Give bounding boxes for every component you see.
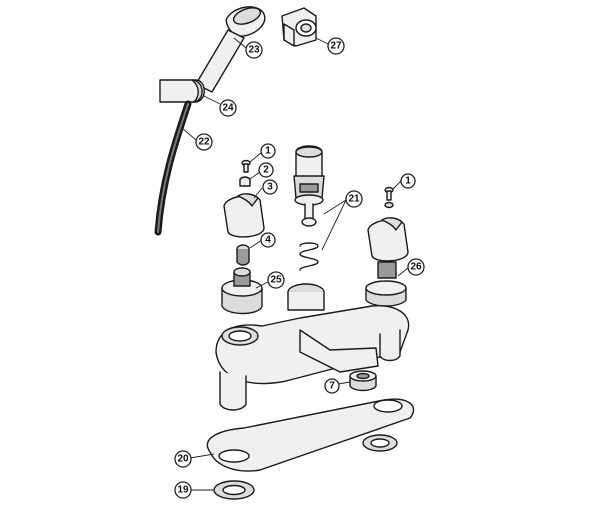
callout-2: 2 bbox=[258, 162, 274, 178]
index-button bbox=[239, 176, 251, 187]
callout-3: 3 bbox=[262, 179, 278, 195]
mounting-gasket-right bbox=[362, 434, 398, 452]
callout-21: 21 bbox=[345, 190, 363, 208]
svg-text:2: 2 bbox=[263, 165, 269, 176]
shower-hose bbox=[154, 100, 192, 236]
svg-text:20: 20 bbox=[177, 454, 189, 465]
callout-27: 27 bbox=[327, 37, 345, 55]
svg-text:7: 7 bbox=[329, 381, 335, 392]
diverter-assembly bbox=[293, 145, 325, 227]
svg-text:1: 1 bbox=[405, 176, 411, 187]
svg-text:3: 3 bbox=[267, 182, 273, 193]
svg-text:25: 25 bbox=[270, 275, 282, 286]
svg-text:26: 26 bbox=[410, 262, 422, 273]
slide-holder bbox=[159, 79, 205, 103]
cartridge-right bbox=[365, 261, 407, 307]
callout-24: 24 bbox=[219, 99, 237, 117]
spring bbox=[299, 242, 319, 271]
callout-7: 7 bbox=[324, 378, 340, 394]
stem-nut bbox=[236, 244, 250, 266]
callout-20: 20 bbox=[174, 450, 192, 468]
faucet-body bbox=[215, 283, 410, 411]
callout-1-left: 1 bbox=[260, 143, 276, 159]
callout-1-right: 1 bbox=[400, 173, 416, 189]
callout-4: 4 bbox=[260, 232, 276, 248]
svg-text:24: 24 bbox=[222, 103, 234, 114]
svg-text:4: 4 bbox=[265, 235, 271, 246]
aerator bbox=[349, 370, 377, 392]
svg-text:23: 23 bbox=[248, 45, 260, 56]
svg-text:19: 19 bbox=[177, 485, 189, 496]
svg-text:21: 21 bbox=[348, 194, 360, 205]
leader-lines bbox=[181, 37, 409, 491]
screw-right bbox=[384, 186, 394, 209]
svg-text:27: 27 bbox=[330, 41, 342, 52]
wall-bracket bbox=[281, 7, 317, 47]
base-plate bbox=[206, 398, 415, 472]
callout-22: 22 bbox=[195, 133, 213, 151]
lever-handle-right bbox=[367, 217, 409, 262]
svg-text:1: 1 bbox=[265, 146, 271, 157]
cartridge-left bbox=[221, 267, 263, 315]
screw-left bbox=[241, 159, 251, 173]
callout-19: 19 bbox=[174, 481, 192, 499]
hand-shower-head bbox=[195, 6, 266, 93]
mounting-gasket-left bbox=[213, 480, 255, 500]
callout-26: 26 bbox=[407, 258, 425, 276]
svg-text:22: 22 bbox=[198, 137, 210, 148]
callout-23: 23 bbox=[245, 41, 263, 59]
callout-25: 25 bbox=[267, 271, 285, 289]
lever-handle-left bbox=[223, 193, 265, 238]
